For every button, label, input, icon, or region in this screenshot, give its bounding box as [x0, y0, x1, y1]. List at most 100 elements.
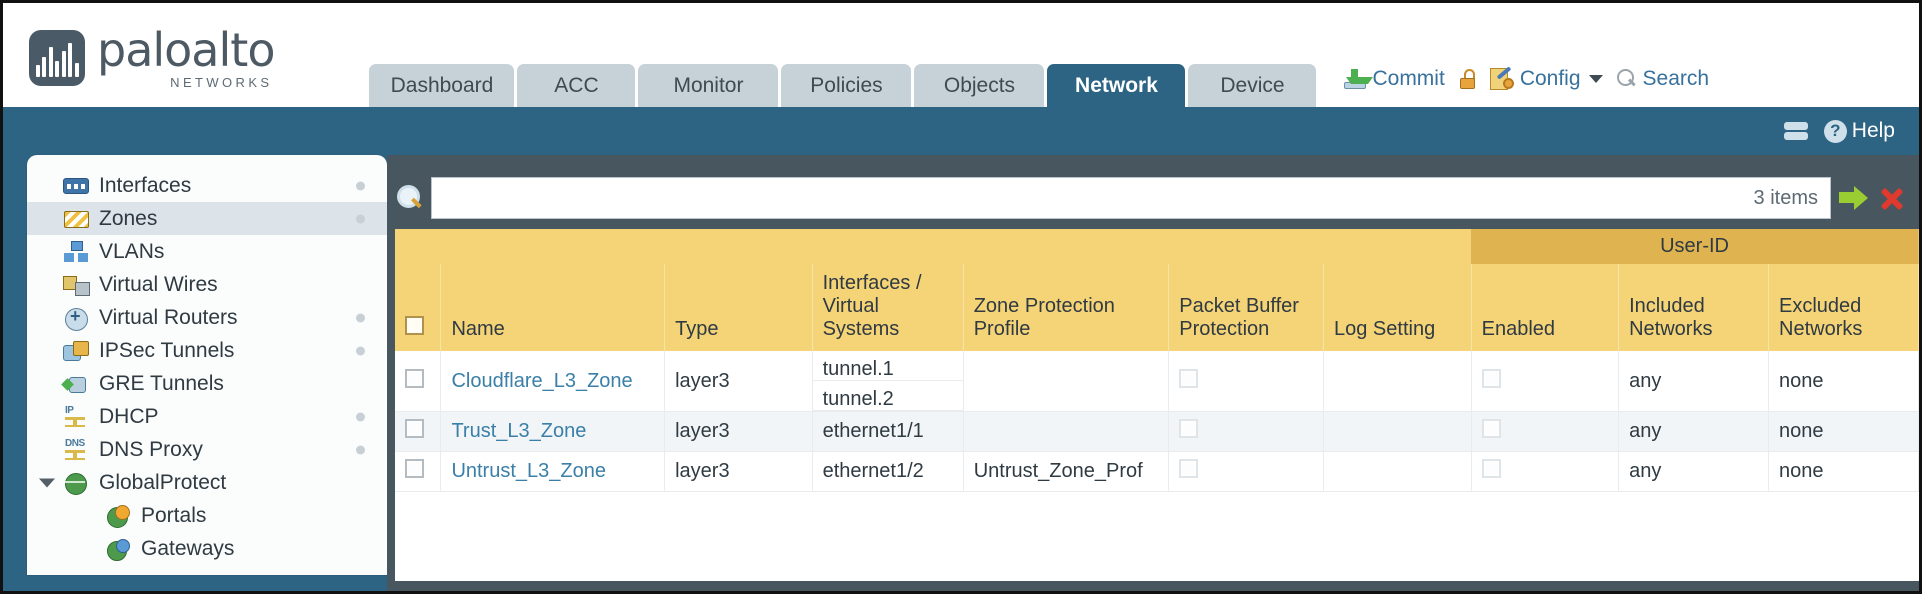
left-sidebar: Interfaces Zones VLANs Virtual Wires [27, 155, 387, 575]
sidebar-item-vlans[interactable]: VLANs [27, 235, 387, 268]
brand-tagline: NETWORKS [170, 75, 273, 90]
sidebar-item-portals[interactable]: Portals [27, 499, 387, 532]
packet-buffer-checkbox[interactable] [1179, 459, 1199, 478]
cell-name[interactable]: Trust_L3_Zone [440, 411, 666, 452]
sidebar-item-globalprotect[interactable]: GlobalProtect [27, 466, 387, 499]
search-label: Search [1642, 67, 1710, 90]
column-header-included-networks[interactable]: Included Networks [1618, 264, 1770, 351]
sidebar-list: Interfaces Zones VLANs Virtual Wires [27, 155, 387, 565]
config-dropdown[interactable]: Config [1489, 66, 1603, 91]
tab-monitor[interactable]: Monitor [638, 64, 779, 107]
status-dot [356, 412, 365, 421]
table-row[interactable]: Trust_L3_Zone layer3 ethernet1/1 [395, 411, 1919, 452]
column-header-type[interactable]: Type [664, 264, 813, 351]
lock-button[interactable] [1459, 69, 1476, 89]
row-checkbox-cell[interactable] [395, 451, 442, 492]
tab-acc[interactable]: ACC [517, 64, 636, 107]
tab-objects[interactable]: Objects [914, 64, 1045, 107]
tab-network[interactable]: Network [1047, 64, 1186, 107]
sidebar-item-gre-tunnels[interactable]: GRE Tunnels [27, 367, 387, 400]
table-row[interactable]: Untrust_L3_Zone layer3 ethernet1/2 Untru… [395, 451, 1919, 492]
column-header-name[interactable]: Name [440, 264, 666, 351]
enabled-checkbox[interactable] [1481, 368, 1501, 388]
column-header-excluded-networks[interactable]: Excluded Networks [1768, 264, 1919, 351]
cell-enabled[interactable] [1471, 411, 1620, 452]
column-header-enabled[interactable]: Enabled [1471, 264, 1620, 351]
portals-icon [105, 504, 131, 528]
globalprotect-icon [63, 472, 89, 495]
cell-packet-buffer[interactable] [1168, 451, 1324, 492]
select-all-header[interactable] [395, 264, 442, 351]
help-button[interactable]: ? Help [1823, 119, 1895, 143]
cell-excluded-networks: none [1768, 411, 1919, 452]
cell-excluded-networks: none [1768, 351, 1919, 412]
cell-enabled[interactable] [1471, 351, 1620, 412]
group-header-userid: User-ID [1471, 229, 1919, 264]
cell-log-setting [1323, 411, 1472, 452]
row-checkbox-cell[interactable] [395, 351, 442, 412]
expand-triangle-icon[interactable] [39, 478, 55, 487]
interfaces-icon [63, 177, 89, 194]
sidebar-item-dns-proxy[interactable]: DNS DNS Proxy [27, 433, 387, 466]
cell-packet-buffer[interactable] [1168, 411, 1324, 452]
brand-text: paloalto NETWORKS [97, 27, 275, 90]
column-header-log-setting[interactable]: Log Setting [1323, 264, 1472, 351]
row-checkbox[interactable] [405, 419, 424, 438]
zone-name-link[interactable]: Trust_L3_Zone [451, 420, 587, 442]
tab-device[interactable]: Device [1188, 64, 1317, 107]
zone-name-link[interactable]: Untrust_L3_Zone [451, 460, 606, 482]
cell-interfaces: ethernet1/2 [812, 451, 964, 492]
cell-enabled[interactable] [1471, 451, 1620, 492]
sidebar-item-dhcp[interactable]: IP DHCP [27, 400, 387, 433]
row-checkbox[interactable] [405, 459, 424, 478]
item-count-label: 3 items [1753, 186, 1818, 209]
packet-buffer-checkbox[interactable] [1179, 368, 1199, 388]
header-actions: Commit Config Search [1344, 66, 1710, 107]
zone-name-link[interactable]: Cloudflare_L3_Zone [451, 369, 633, 392]
virtual-wires-icon [63, 274, 90, 296]
packet-buffer-checkbox[interactable] [1179, 419, 1199, 438]
row-checkbox-cell[interactable] [395, 411, 442, 452]
cell-packet-buffer[interactable] [1168, 351, 1324, 412]
commit-label: Commit [1372, 67, 1445, 90]
virtual-routers-icon [63, 306, 89, 331]
cell-log-setting [1323, 351, 1472, 412]
sidebar-item-ipsec-tunnels[interactable]: IPSec Tunnels [27, 334, 387, 367]
column-header-zone-protection[interactable]: Zone Protection Profile [963, 264, 1170, 351]
status-dot [356, 181, 365, 190]
sidebar-item-label: IPSec Tunnels [99, 338, 235, 362]
sidebar-item-gateways[interactable]: Gateways [27, 532, 387, 565]
refresh-icon[interactable] [1783, 120, 1810, 142]
sidebar-item-label: VLANs [99, 239, 165, 263]
tab-dashboard[interactable]: Dashboard [369, 64, 515, 107]
sidebar-item-label: DHCP [99, 404, 159, 428]
search-input[interactable]: 3 items [431, 177, 1831, 219]
tab-policies[interactable]: Policies [781, 64, 912, 107]
sidebar-item-interfaces[interactable]: Interfaces [27, 169, 387, 202]
config-icon [1489, 66, 1514, 90]
vlans-icon [63, 240, 89, 263]
cell-interfaces: tunnel.1 tunnel.2 [812, 351, 964, 412]
sidebar-item-zones[interactable]: Zones [27, 202, 387, 235]
cell-type: layer3 [664, 351, 813, 412]
sidebar-item-virtual-wires[interactable]: Virtual Wires [27, 268, 387, 301]
column-header-interfaces[interactable]: Interfaces / Virtual Systems [812, 264, 964, 351]
commit-button[interactable]: Commit [1344, 67, 1445, 91]
row-checkbox[interactable] [405, 368, 424, 388]
select-all-checkbox[interactable] [405, 316, 424, 335]
sidebar-item-virtual-routers[interactable]: Virtual Routers [27, 301, 387, 334]
cell-included-networks: any [1618, 351, 1770, 412]
enabled-checkbox[interactable] [1481, 459, 1501, 478]
clear-filter-icon[interactable] [1877, 183, 1907, 213]
zones-table: User-ID Name Type Interfaces / Virtual S… [395, 229, 1919, 492]
cell-name[interactable]: Cloudflare_L3_Zone [440, 351, 666, 412]
sidebar-item-label: Portals [141, 503, 207, 527]
apply-filter-icon[interactable] [1839, 183, 1869, 213]
cell-name[interactable]: Untrust_L3_Zone [440, 451, 666, 492]
search-button[interactable]: Search [1616, 67, 1710, 91]
search-filter-icon[interactable] [395, 184, 423, 212]
chevron-down-icon [1588, 75, 1603, 83]
column-header-packet-buffer[interactable]: Packet Buffer Protection [1168, 264, 1324, 351]
table-group-header-row: User-ID [395, 229, 1919, 264]
enabled-checkbox[interactable] [1481, 419, 1501, 438]
